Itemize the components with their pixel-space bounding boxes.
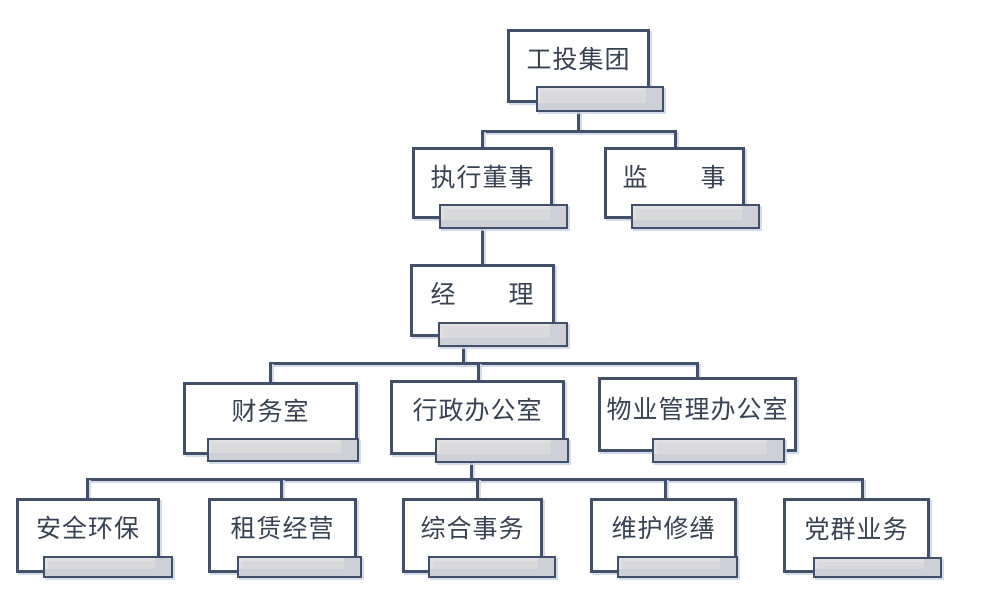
org-node-maintenance-repair: 维护修缮	[590, 498, 738, 578]
org-node-label: 租赁经营	[230, 514, 335, 543]
org-node-property-mgmt-office: 物业管理办公室	[598, 377, 797, 463]
connector-segment	[462, 337, 465, 365]
name-plate-bar	[617, 556, 738, 578]
connector-segment	[577, 103, 580, 133]
connector-segment	[470, 455, 473, 481]
name-plate-bar	[631, 204, 760, 229]
connector-segment	[86, 478, 89, 498]
name-plate-bar	[652, 438, 785, 463]
org-node-supervisor: 监 事	[604, 147, 760, 229]
name-plate-bar	[207, 438, 359, 462]
connector-segment	[696, 362, 699, 377]
connector-segment	[674, 130, 677, 147]
name-plate-bar	[435, 438, 569, 463]
org-node-label: 物业管理办公室	[606, 394, 789, 424]
connector-segment	[477, 362, 480, 380]
org-node-finance-office: 财务室	[183, 382, 359, 462]
name-plate-bar	[439, 204, 568, 229]
connector-segment	[269, 362, 699, 365]
org-node-leasing-operations: 租赁经营	[208, 498, 362, 578]
org-node-label: 行政办公室	[412, 396, 543, 425]
org-node-label: 党群业务	[804, 514, 909, 544]
name-plate-bar	[813, 557, 942, 578]
org-node-party-mass-affairs: 党群业务	[783, 498, 942, 578]
org-node-general-affairs: 综合事务	[402, 498, 556, 578]
org-node-manager: 经 理	[410, 264, 568, 347]
connector-segment	[86, 478, 864, 481]
org-node-executive-director: 执行董事	[412, 147, 568, 229]
connector-segment	[269, 362, 272, 382]
org-node-label: 综合事务	[420, 514, 525, 543]
connector-segment	[476, 478, 479, 498]
org-node-label: 工投集团	[526, 44, 631, 74]
name-plate-bar	[237, 556, 362, 578]
org-node-label: 维护修缮	[611, 514, 716, 543]
connector-segment	[481, 219, 484, 264]
connector-segment	[664, 478, 667, 498]
name-plate-bar	[536, 86, 664, 112]
org-node-gongtou-group: 工投集团	[507, 29, 664, 112]
org-node-label: 财务室	[231, 397, 310, 426]
connector-segment	[280, 478, 283, 498]
org-node-label: 经 理	[430, 280, 535, 309]
org-node-admin-office: 行政办公室	[390, 380, 569, 463]
name-plate-bar	[43, 556, 173, 578]
org-node-label: 安全环保	[35, 514, 140, 543]
name-plate-bar	[438, 322, 568, 347]
connector-segment	[481, 130, 677, 133]
connector-segment	[861, 478, 864, 498]
org-node-label: 监 事	[622, 162, 727, 192]
org-node-label: 执行董事	[430, 162, 535, 192]
name-plate-bar	[428, 556, 556, 578]
org-node-safety-environment: 安全环保	[16, 498, 173, 578]
connector-segment	[481, 130, 484, 147]
